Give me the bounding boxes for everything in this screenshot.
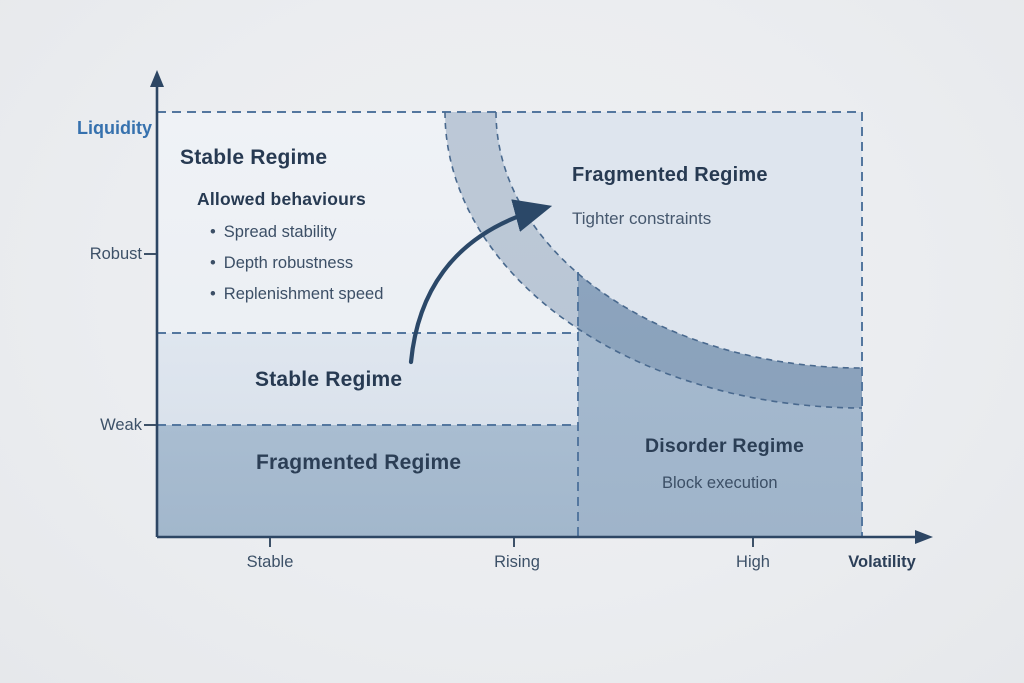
fragmented-upper-region-subtitle: Tighter constraints xyxy=(572,209,712,228)
fragmented-band-region-title: Fragmented Regime xyxy=(256,451,462,474)
outer-arc xyxy=(444,112,862,409)
y-tick-weak-label: Weak xyxy=(100,416,142,434)
y-axis-label: Liquidity xyxy=(77,118,152,138)
disorder-region-subtitle: Block execution xyxy=(662,474,778,492)
axes xyxy=(144,70,933,547)
stable-upper-bullet-1: • Spread stability xyxy=(210,223,337,242)
y-tick-robust-label: Robust xyxy=(89,245,142,263)
bullet-text: Depth robustness xyxy=(223,254,354,272)
stable-upper-bullet-2: • Depth robustness xyxy=(210,254,353,273)
x-tick-stable-label: Stable xyxy=(246,553,294,571)
bullet-text: Spread stability xyxy=(223,223,337,241)
stable-upper-region-title: Stable Regime xyxy=(180,146,328,169)
disorder-region-title: Disorder Regime xyxy=(645,435,805,457)
stable-upper-region-subtitle: Allowed behaviours xyxy=(197,189,366,209)
y-axis-arrowhead-icon xyxy=(150,70,164,87)
transition-arrow xyxy=(408,199,553,365)
stable-upper-bullet-3: • Replenishment speed xyxy=(210,285,383,304)
bullet-icon: • xyxy=(210,223,216,241)
transition-arcs xyxy=(444,112,862,409)
bullet-text: Replenishment speed xyxy=(223,285,384,303)
x-axis-label: Volatility xyxy=(848,553,916,571)
inner-arc xyxy=(495,112,862,369)
bullet-icon: • xyxy=(210,254,216,272)
region-fills xyxy=(157,112,862,537)
bullet-icon: • xyxy=(210,285,216,303)
region-stable-band-fill xyxy=(157,333,578,425)
x-tick-rising-label: Rising xyxy=(494,553,540,571)
region-fragmented-band-fill xyxy=(157,425,578,537)
dashed-boundaries xyxy=(157,111,863,537)
stable-band-region-title: Stable Regime xyxy=(255,368,403,391)
fragmented-upper-region-title: Fragmented Regime xyxy=(572,164,768,186)
x-tick-high-label: High xyxy=(736,553,770,571)
x-axis-arrowhead-icon xyxy=(915,530,933,544)
region-fragmented-upper-fill xyxy=(496,112,862,368)
tick-marks xyxy=(144,253,754,547)
